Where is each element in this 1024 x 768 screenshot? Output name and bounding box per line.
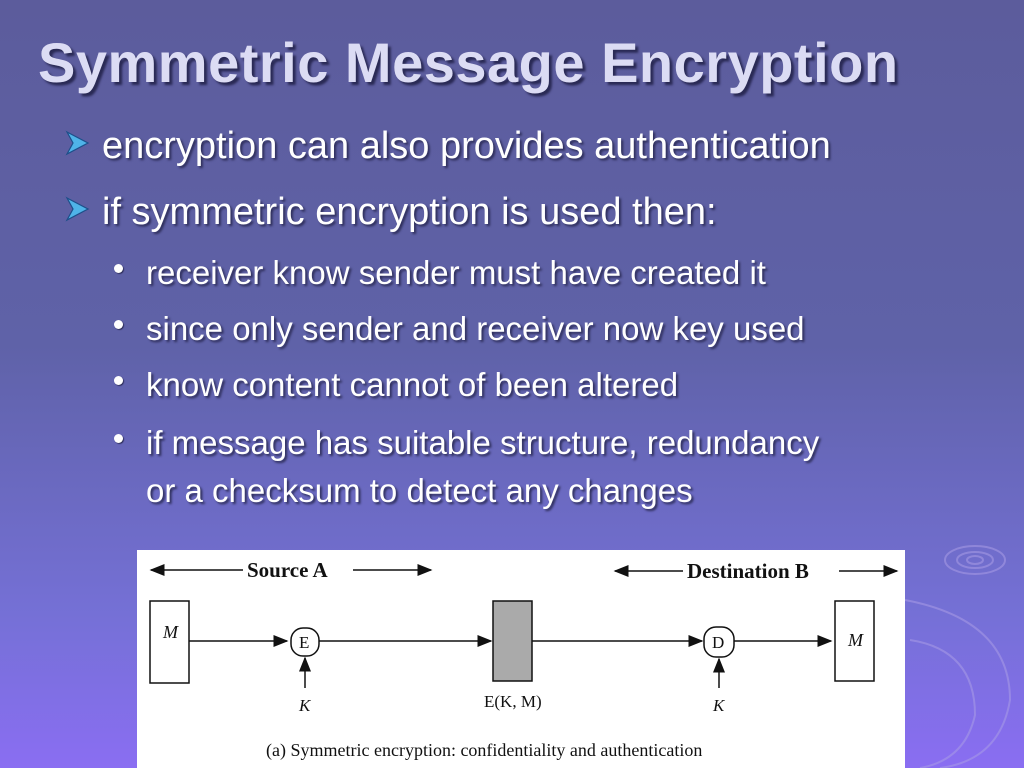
figure-caption: (a) Symmetric encryption: confidentialit… (266, 740, 702, 761)
message-label-right: M (847, 630, 864, 650)
bullet-text: encryption can also provides authenticat… (102, 125, 831, 167)
encrypt-node (290, 627, 320, 657)
arrow-bullet-icon (65, 130, 90, 156)
decrypt-node (703, 626, 735, 658)
dot-bullet-icon (114, 264, 123, 273)
slide-title: Symmetric Message Encryption (38, 31, 899, 94)
ciphertext-box (492, 600, 533, 682)
sub-bullet-text: since only sender and receiver now key u… (146, 310, 805, 347)
dot-bullet-icon (114, 320, 123, 329)
decrypt-label: D (712, 633, 724, 652)
key-label-right: K (712, 696, 726, 715)
arrow-bullet-icon (65, 196, 90, 222)
message-label-left: M (162, 622, 179, 642)
encrypt-label: E (299, 633, 309, 652)
dot-bullet-icon (114, 434, 123, 443)
sub-bullet-text: know content cannot of been altered (146, 366, 679, 403)
key-label-left: K (298, 696, 312, 715)
ciphertext-label: E(K, M) (484, 692, 542, 711)
dot-bullet-icon (114, 376, 123, 385)
destination-label: Destination B (687, 559, 809, 583)
sub-bullet-text: receiver know sender must have created i… (146, 254, 766, 291)
source-label: Source A (247, 558, 329, 582)
message-box-left (149, 600, 190, 684)
message-box-right (834, 600, 875, 682)
sub-bullet-text-continued: or a checksum to detect any changes (146, 472, 693, 509)
bullet-text: if symmetric encryption is used then: (102, 191, 717, 233)
sub-bullet-text: if message has suitable structure, redun… (146, 424, 820, 461)
encryption-diagram: Source A Destination B M E K E(K, M) D K (137, 550, 905, 768)
